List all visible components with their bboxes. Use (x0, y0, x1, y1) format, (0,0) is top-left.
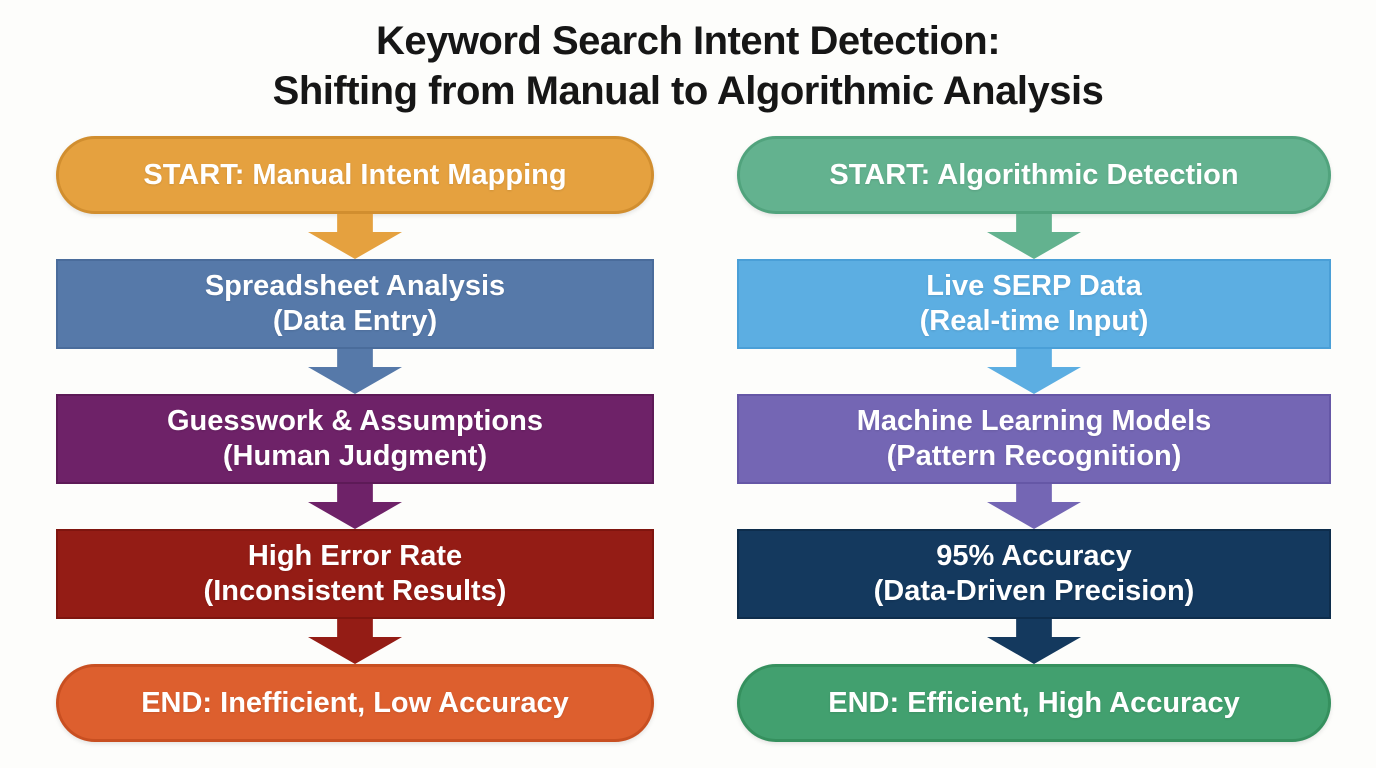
flow-node-live-serp-data: Live SERP Data (Real-time Input) (737, 259, 1331, 349)
node-label: Machine Learning Models (856, 405, 1212, 437)
down-arrow-icon (308, 349, 402, 394)
node-label: END: Inefficient, Low Accuracy (141, 686, 569, 719)
flow-node-guesswork: Guesswork & Assumptions (Human Judgment) (56, 394, 654, 484)
node-sublabel: (Real-time Input) (919, 305, 1149, 337)
flow-node-spreadsheet-analysis: Spreadsheet Analysis (Data Entry) (56, 259, 654, 349)
down-arrow-icon (987, 484, 1081, 529)
down-arrow-icon (308, 619, 402, 664)
node-label: END: Efficient, High Accuracy (828, 686, 1240, 719)
node-label: START: Manual Intent Mapping (143, 158, 567, 191)
down-arrow-icon (987, 349, 1081, 394)
node-label: High Error Rate (247, 540, 463, 572)
node-sublabel: (Data-Driven Precision) (873, 575, 1195, 607)
flow-node-end-algorithmic: END: Efficient, High Accuracy (737, 664, 1331, 742)
flow-node-high-error-rate: High Error Rate (Inconsistent Results) (56, 529, 654, 619)
flow-node-start-manual: START: Manual Intent Mapping (56, 136, 654, 214)
node-label: START: Algorithmic Detection (829, 158, 1239, 191)
node-sublabel: (Inconsistent Results) (203, 575, 507, 607)
down-arrow-icon (308, 484, 402, 529)
node-sublabel: (Human Judgment) (222, 440, 488, 472)
flow-node-ml-models: Machine Learning Models (Pattern Recogni… (737, 394, 1331, 484)
node-sublabel: (Data Entry) (272, 305, 438, 337)
down-arrow-icon (308, 214, 402, 259)
node-label: Guesswork & Assumptions (166, 405, 543, 437)
flow-node-start-algorithmic: START: Algorithmic Detection (737, 136, 1331, 214)
node-sublabel: (Pattern Recognition) (886, 440, 1182, 472)
down-arrow-icon (987, 214, 1081, 259)
node-label: Spreadsheet Analysis (204, 270, 506, 302)
flow-node-end-manual: END: Inefficient, Low Accuracy (56, 664, 654, 742)
page-title-line1: Keyword Search Intent Detection: (375, 19, 1001, 63)
down-arrow-icon (987, 619, 1081, 664)
page-title: Keyword Search Intent Detection: Shiftin… (0, 16, 1376, 116)
flow-column-algorithmic: START: Algorithmic Detection Live SERP D… (737, 136, 1331, 742)
node-label: 95% Accuracy (936, 540, 1132, 572)
page-title-line2: Shifting from Manual to Algorithmic Anal… (272, 69, 1104, 113)
node-label: Live SERP Data (926, 270, 1142, 302)
flow-node-95-accuracy: 95% Accuracy (Data-Driven Precision) (737, 529, 1331, 619)
flow-column-manual: START: Manual Intent Mapping Spreadsheet… (56, 136, 654, 742)
